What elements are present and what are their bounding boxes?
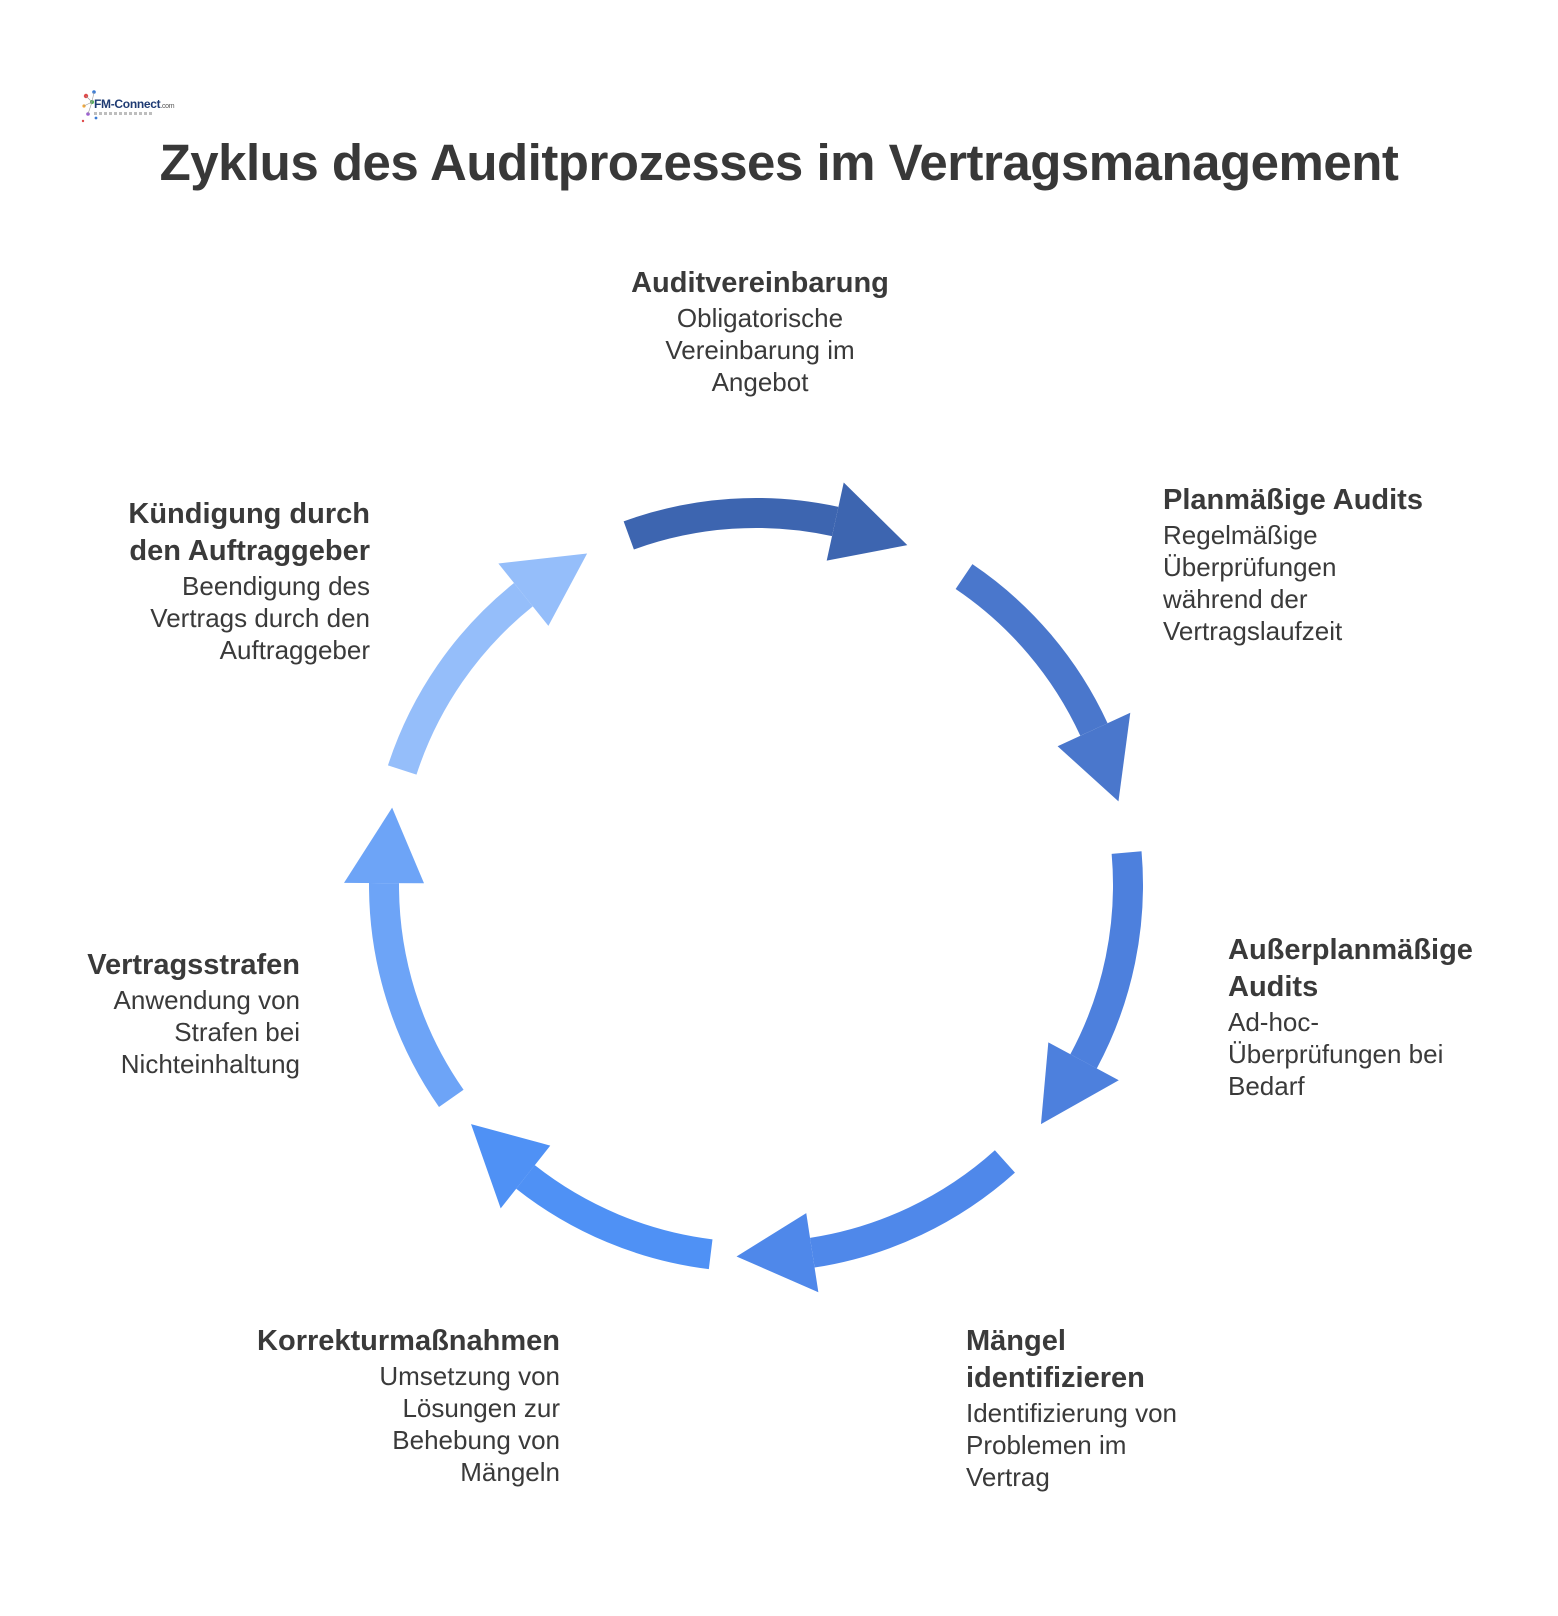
text-line: Umsetzung von [379,1361,560,1391]
text-line: den Auftraggeber [129,535,370,567]
step-title: Vertragsstrafen [50,947,300,984]
text-line: Auditvereinbarung [631,267,889,299]
step-kuendigung-durch-den-auftraggeber: Kündigung durch den Auftraggeber Beendigu… [90,496,370,666]
step-title: Mängel identifizieren [966,1323,1306,1397]
arrow-head-auditvereinbarung [826,482,908,561]
text-line: Überprüfungen bei [1228,1039,1444,1069]
text-line: Identifizierung von [966,1398,1178,1428]
arrow-shaft-ausserplanmaessige-audits [1070,851,1143,1069]
text-line: Behebung von [392,1425,560,1455]
logo-tagline-mark [94,112,154,115]
text-line: Obligatorische [676,303,844,333]
arrow-shaft-vertragsstrafen [369,883,464,1107]
text-line: Auftraggeber [219,635,370,665]
text-line: Lösungen zur [402,1393,560,1423]
arrow-shaft-maengel-identifizieren [809,1150,1015,1268]
text-line: Vereinbarung im [665,335,855,365]
arrow-shaft-auditvereinbarung [623,498,839,550]
page-title: Zyklus des Auditprozesses im Vertragsman… [159,134,1399,191]
step-title: Planmäßige Audits [1163,482,1523,519]
text-line: Audits [1228,971,1319,1003]
logo-text: FM-Connect.com [94,97,175,111]
arrow-head-maengel-identifizieren [736,1213,819,1293]
text-line: Überprüfungen [1163,552,1337,582]
arrow-head-ausserplanmaessige-audits [1040,1042,1119,1125]
text-line: Korrekturmaßnahmen [257,1325,560,1357]
logo-network-icon [81,90,98,123]
arrow-head-vertragsstrafen [344,807,425,884]
step-title: Auditvereinbarung [580,265,940,302]
text-line: Beendigung des [182,571,370,601]
text-line: Außerplanmäßige [1228,934,1473,966]
text-line: Kündigung durch [128,498,370,530]
text-line: Ad-hoc- [1228,1007,1320,1037]
arrow-head-kuendigung [498,553,588,626]
step-title: Korrekturmaßnahmen [220,1323,560,1360]
text-line: Anwendung von [113,985,300,1015]
text-line: Vertrag [966,1462,1050,1492]
text-line: Angebot [711,367,809,397]
text-line: Regelmäßige [1163,520,1318,550]
text-line: Planmäßige Audits [1163,484,1423,516]
arrow-shaft-kuendigung [387,583,533,775]
text-line: Vertrags durch den [150,603,370,633]
logo: FM-Connect.com [80,88,175,126]
step-maengel-identifizieren: Mängel identifizieren Identifizierung von… [966,1323,1306,1493]
arrow-shaft-korrekturmassnahmen [516,1165,713,1270]
step-title: Kündigung durch den Auftraggeber [90,496,370,570]
text-line: Vertragslaufzeit [1163,616,1343,646]
text-line: Strafen bei [174,1017,300,1047]
arrow-head-planmaessige-audits [1057,712,1131,802]
arrow-head-korrekturmassnahmen [471,1124,551,1209]
text-line: Mängeln [460,1457,560,1487]
text-line: Problemen im [966,1430,1127,1460]
text-line: Mängel [966,1325,1066,1357]
text-line: Nichteinhaltung [120,1049,300,1079]
text-line: Bedarf [1228,1071,1305,1101]
text-line: während der [1163,584,1308,614]
text-line: Vertragsstrafen [87,949,300,981]
text-line: identifizieren [966,1362,1145,1394]
arrow-shaft-planmaessige-audits [955,564,1108,736]
